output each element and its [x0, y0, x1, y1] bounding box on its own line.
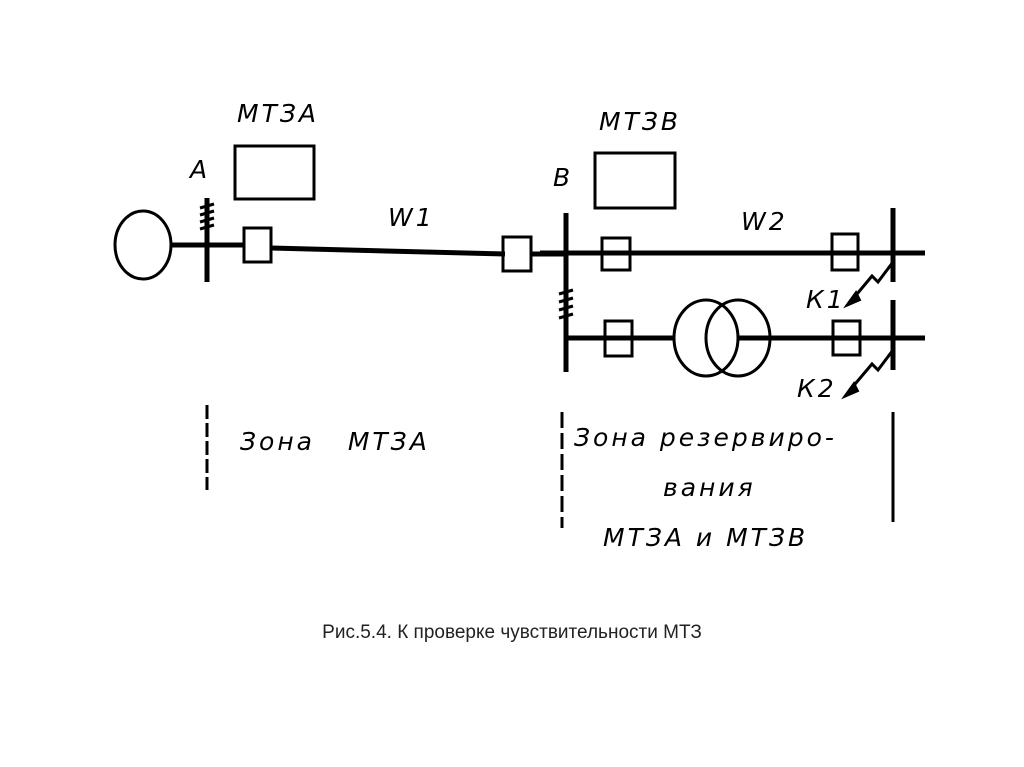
- relay-a-label: МТЗА: [237, 99, 319, 128]
- breaker-transformer-start: [603, 319, 634, 358]
- breaker-a: [242, 226, 273, 264]
- fault-k2-label: К2: [797, 374, 837, 403]
- relay-a-box: [233, 144, 316, 201]
- figure-caption: Рис.5.4. К проверке чувствительности МТЗ: [322, 622, 702, 643]
- zone-backup-label-line3: МТЗА и МТЗВ: [603, 523, 808, 552]
- relay-b-label: МТЗВ: [599, 107, 681, 136]
- transformer-winding-2: [704, 298, 772, 378]
- zone-a-label: Зона МТЗА: [240, 427, 430, 456]
- relay-b-box: [593, 151, 677, 210]
- line-w2-label: W2: [741, 207, 788, 236]
- bus-a-hatch: [199, 202, 215, 231]
- breaker-w2-end: [830, 232, 860, 272]
- fault-k2-arrow: [848, 349, 895, 391]
- zone-backup-label-line2: вания: [663, 473, 756, 502]
- zone-backup-label-line1: Зона резервиро-: [574, 423, 837, 452]
- bus-a-label: А: [188, 155, 210, 184]
- line-w1-label: W1: [388, 203, 435, 232]
- generator-symbol: [113, 209, 173, 281]
- fault-k1-label: К1: [806, 285, 846, 314]
- bus-b-label: В: [553, 163, 573, 192]
- fault-k1-arrow: [850, 261, 895, 301]
- breaker-transformer-end: [831, 319, 862, 357]
- line-w1: [270, 245, 506, 257]
- breaker-w1-end: [501, 235, 533, 273]
- bus-b-hatch: [558, 288, 574, 320]
- breaker-w2-start: [600, 236, 632, 272]
